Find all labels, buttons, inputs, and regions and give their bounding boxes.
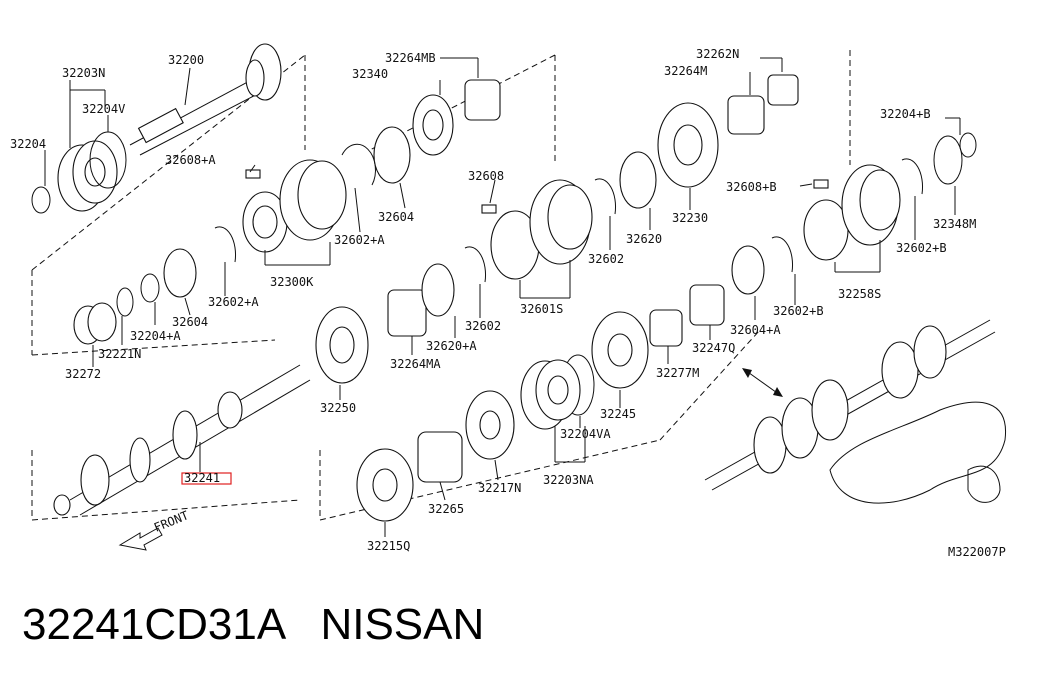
bearing-32203NA xyxy=(520,359,581,430)
label-32272: 32272 xyxy=(65,367,101,381)
bushing-32262N xyxy=(767,74,799,106)
label-32608B: 32608+B xyxy=(726,180,777,194)
gear-32217N xyxy=(465,390,515,460)
label-32277M: 32277M xyxy=(656,366,699,380)
label-32620A: 32620+A xyxy=(426,339,477,353)
ring-32602B-lower xyxy=(771,236,794,273)
label-32215Q: 32215Q xyxy=(367,539,410,553)
ring-32602-right xyxy=(594,178,617,215)
cone-32620 xyxy=(619,151,657,209)
ring-32602B-upper xyxy=(901,158,924,195)
leader-lines xyxy=(44,57,961,537)
label-32602B-lower: 32602+B xyxy=(773,304,824,318)
main-shaft-32241 xyxy=(53,364,311,516)
assembly-box-right xyxy=(659,50,851,441)
front-arrow-icon xyxy=(118,527,163,551)
label-32601S: 32601S xyxy=(520,302,563,316)
label-32258S: 32258S xyxy=(838,287,881,301)
label-32604-lower: 32604 xyxy=(172,315,208,329)
label-32204A: 32204+A xyxy=(130,329,181,343)
label-32203NA: 32203NA xyxy=(543,473,594,487)
bushing-32265 xyxy=(417,431,463,483)
input-shaft-32200 xyxy=(129,43,282,156)
label-32204V: 32204V xyxy=(82,102,125,116)
reference-code: M322007P xyxy=(948,545,1006,559)
needle-bearing-32264M xyxy=(727,95,765,135)
label-32604: 32604 xyxy=(378,210,414,224)
label-32300K: 32300K xyxy=(270,275,314,289)
washer-32348M xyxy=(933,135,963,185)
needle-bearing-32277M xyxy=(649,309,683,347)
insert-32608B xyxy=(813,179,829,189)
label-32245: 32245 xyxy=(600,407,636,421)
label-32602A-lower: 32602+A xyxy=(208,295,259,309)
label-32264M: 32264M xyxy=(664,64,707,78)
label-32608: 32608 xyxy=(468,169,504,183)
part-number-caption: 32241CD31A NISSAN xyxy=(22,600,485,649)
label-32265: 32265 xyxy=(428,502,464,516)
arrow-head-right xyxy=(773,387,783,397)
needle-bearing-32264MA xyxy=(387,289,427,337)
label-32264MB: 32264MB xyxy=(385,51,436,65)
gear-32230 xyxy=(657,102,719,188)
label-32204VA: 32204VA xyxy=(560,427,611,441)
front-label: FRONT xyxy=(152,508,191,535)
gear-32300K xyxy=(242,191,288,253)
assembled-shaft-view xyxy=(704,319,1007,504)
label-32230: 32230 xyxy=(672,211,708,225)
snap-ring-32204A xyxy=(140,273,160,303)
label-32602A-upper: 32602+A xyxy=(334,233,385,247)
baulk-ring-32604A xyxy=(731,245,765,295)
label-32203N: 32203N xyxy=(62,66,105,80)
gear-32340 xyxy=(412,94,454,156)
insert-32608 xyxy=(481,204,497,214)
label-32602-left: 32602 xyxy=(465,319,501,333)
synchro-32258S xyxy=(803,164,901,261)
label-32204B: 32204+B xyxy=(880,107,931,121)
label-32221N: 32221N xyxy=(98,347,141,361)
snap-ring-32204B xyxy=(959,132,977,158)
gear-32250 xyxy=(315,306,369,384)
label-32204: 32204 xyxy=(10,137,46,151)
label-32200: 32200 xyxy=(168,53,204,67)
label-32250: 32250 xyxy=(320,401,356,415)
ring-32602A-lower xyxy=(214,226,237,263)
needle-bearing-32264MB xyxy=(464,79,501,121)
label-32247Q: 32247Q xyxy=(692,341,735,355)
label-32608A: 32608+A xyxy=(165,153,216,167)
insert-32608A xyxy=(245,169,261,179)
baulk-ring-32604-lower xyxy=(163,248,197,298)
label-32602B-upper: 32602+B xyxy=(896,241,947,255)
arrow-head-left xyxy=(742,368,752,378)
needle-bearing-32272 xyxy=(73,302,117,345)
ring-32602-left xyxy=(464,246,487,283)
gear-32215Q xyxy=(356,448,414,522)
baulk-ring-32604 xyxy=(373,126,411,184)
sleeve-32300K xyxy=(279,159,347,241)
label-32262N: 32262N xyxy=(696,47,739,61)
bearing-32203N xyxy=(57,140,118,212)
label-32217N: 32217N xyxy=(478,481,521,495)
label-32604A: 32604+A xyxy=(730,323,781,337)
synchro-32601S xyxy=(490,179,593,280)
assembly-box-upper-shaft xyxy=(31,54,306,356)
cone-32620A xyxy=(421,263,455,317)
assembly-box-main-shaft xyxy=(319,54,661,521)
snap-ring-32204 xyxy=(31,186,51,214)
assembly-arrow xyxy=(744,369,781,396)
label-32340: 32340 xyxy=(352,67,388,81)
label-32620: 32620 xyxy=(626,232,662,246)
highlight-box-32241 xyxy=(181,472,232,485)
label-32602-right: 32602 xyxy=(588,252,624,266)
ring-32602A-upper xyxy=(341,143,376,186)
label-32348M: 32348M xyxy=(933,217,976,231)
label-32241: 32241 xyxy=(184,471,220,485)
bushing-32247Q xyxy=(689,284,725,326)
assembly-box-lower-shaft xyxy=(31,450,301,521)
gear-32245 xyxy=(591,311,649,389)
washer-32221N xyxy=(116,287,134,317)
label-32264MA: 32264MA xyxy=(390,357,441,371)
